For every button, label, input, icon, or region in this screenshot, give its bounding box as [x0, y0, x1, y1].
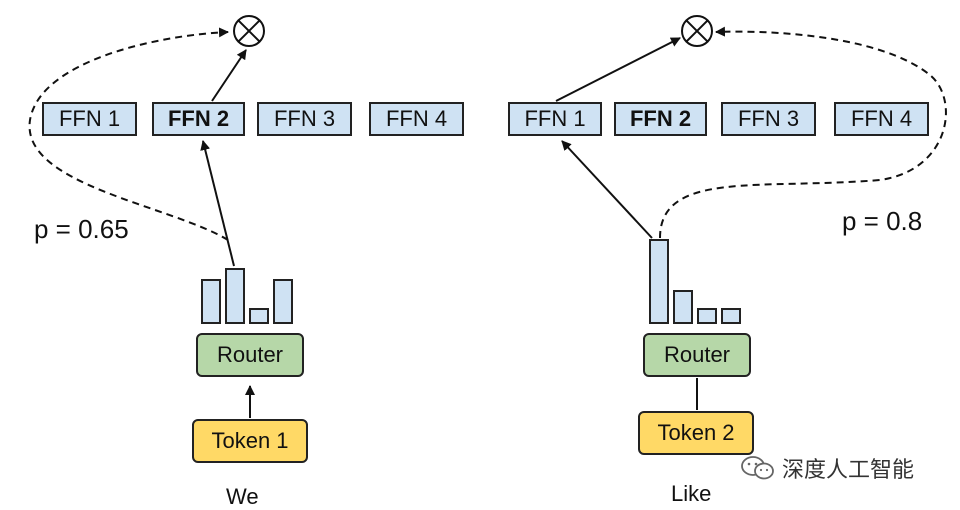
right-score-bar-4	[721, 308, 741, 324]
left-bar-to-ffn2-arrow	[200, 140, 235, 267]
right-probability-dashed-path	[659, 26, 947, 239]
right-probability-label: p = 0.8	[842, 206, 923, 236]
wechat-icon	[741, 456, 774, 480]
right-bar-to-ffn1-arrow	[561, 140, 653, 239]
left-ffn-4: FFN 4	[369, 102, 464, 136]
right-multiply-icon	[681, 15, 713, 47]
left-token: Token 1	[192, 419, 308, 463]
right-ffn1-to-multiply-arrow	[555, 37, 681, 102]
left-score-bar-4	[273, 279, 293, 324]
right-ffn-4: FFN 4	[834, 102, 929, 136]
left-ffn-3: FFN 3	[257, 102, 352, 136]
right-router: Router	[643, 333, 751, 377]
left-word: We	[226, 484, 259, 509]
left-score-bar-2	[225, 268, 245, 324]
left-multiply-icon	[233, 15, 265, 47]
left-score-bar-3	[249, 308, 269, 324]
right-word: Like	[671, 481, 712, 506]
right-ffn-1-selected: FFN 1	[508, 102, 602, 136]
watermark-text: 深度人工智能	[782, 457, 915, 482]
left-ffn2-to-multiply-arrow	[211, 49, 247, 102]
right-score-bar-1	[649, 239, 669, 324]
left-ffn-2-selected: FFN 2	[152, 102, 245, 136]
right-ffn-2: FFN 2	[614, 102, 707, 136]
left-score-bar-1	[201, 279, 221, 324]
left-probability-label: p = 0.65	[34, 214, 129, 244]
left-ffn-1: FFN 1	[42, 102, 137, 136]
left-router: Router	[196, 333, 304, 377]
left-probability-dashed-path	[28, 27, 229, 241]
watermark: 深度人工智能	[740, 452, 914, 484]
right-score-bar-2	[673, 290, 693, 324]
right-ffn-3: FFN 3	[721, 102, 816, 136]
right-token: Token 2	[638, 411, 754, 455]
right-score-bar-3	[697, 308, 717, 324]
